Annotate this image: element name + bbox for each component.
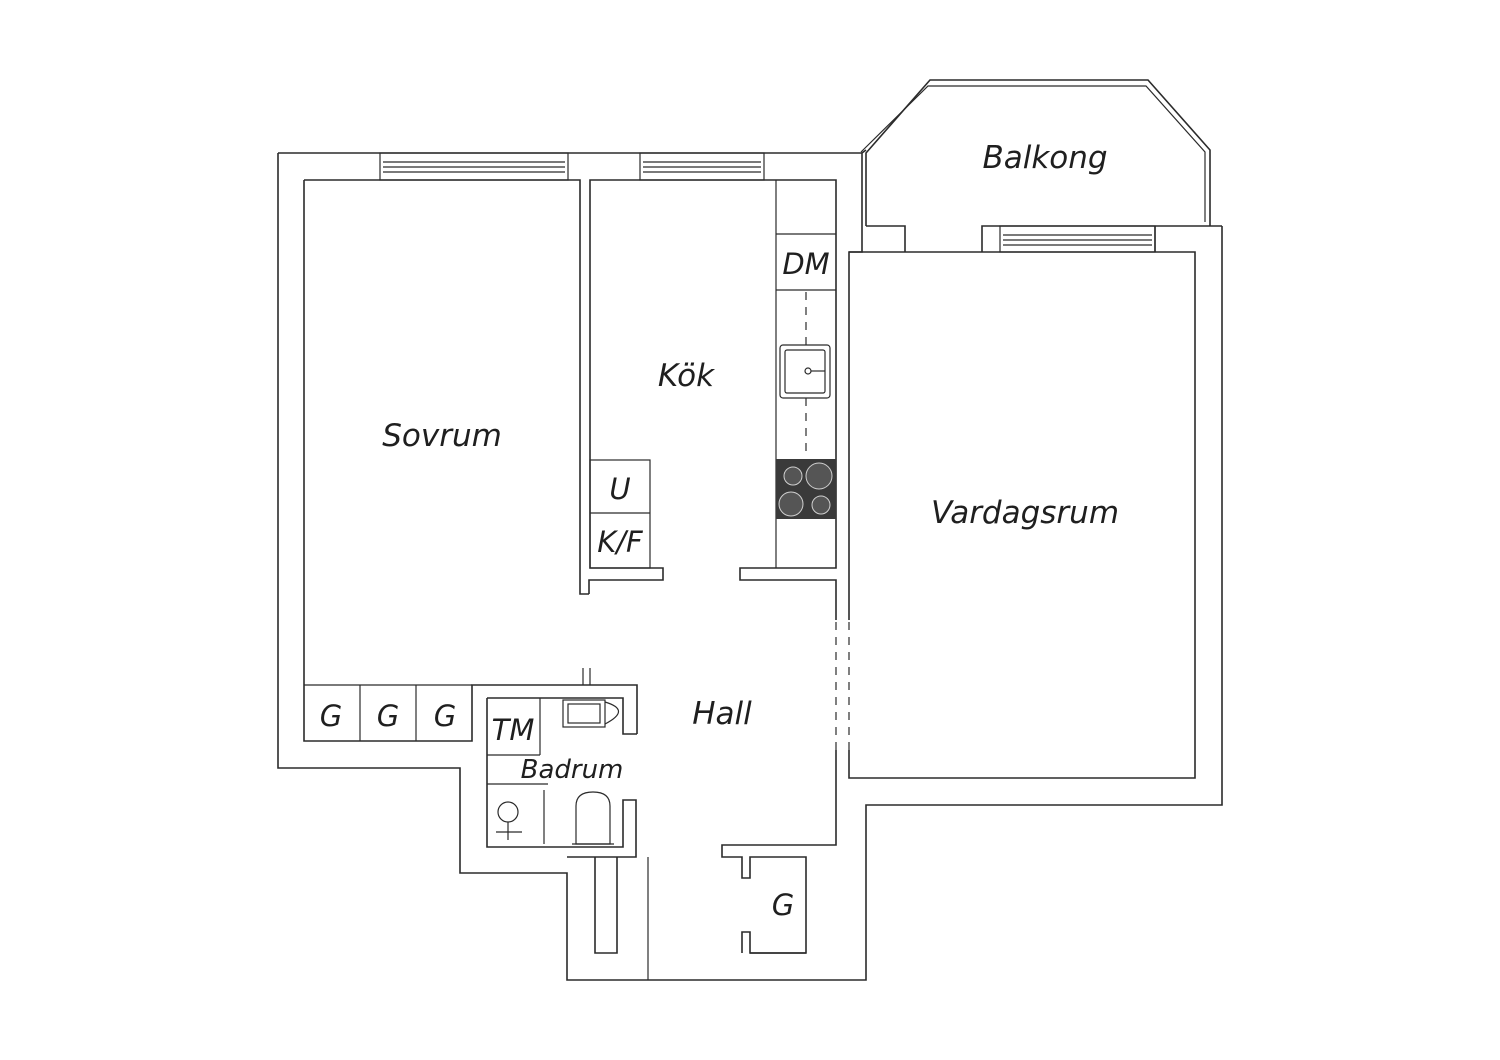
fixture-label-wardrobe: G — [320, 699, 342, 733]
fixture-label-wardrobe: G — [377, 699, 399, 733]
fixture-label-fridge-freezer: K/F — [597, 525, 644, 559]
room-label-hall: Hall — [692, 696, 752, 732]
toilet-icon — [572, 791, 614, 845]
fixture-label-dishwasher: DM — [782, 247, 829, 281]
bedroom-wardrobes — [304, 684, 472, 741]
outer-walls — [277, 149, 1223, 981]
doorway-living-room — [835, 622, 850, 750]
stove-icon — [776, 459, 836, 519]
washbasin-icon — [562, 699, 620, 728]
fixture-label-washing-machine: TM — [492, 713, 535, 747]
room-label-vardagsrum: Vardagsrum — [931, 495, 1119, 531]
shower-icon — [487, 783, 548, 844]
sink-icon — [779, 344, 831, 399]
room-label-kok: Kök — [658, 358, 715, 394]
room-label-badrum: Badrum — [521, 755, 624, 785]
fixture-label-wardrobe: G — [772, 888, 794, 922]
fixture-label-oven: U — [609, 472, 630, 506]
room-label-balkong: Balkong — [982, 140, 1107, 176]
room-label-sovrum: Sovrum — [382, 418, 502, 454]
bathroom-outline — [486, 668, 637, 858]
windows — [379, 152, 1156, 253]
fixture-label-wardrobe: G — [434, 699, 456, 733]
hall-closet — [594, 857, 649, 980]
balcony-outline — [860, 79, 1211, 226]
